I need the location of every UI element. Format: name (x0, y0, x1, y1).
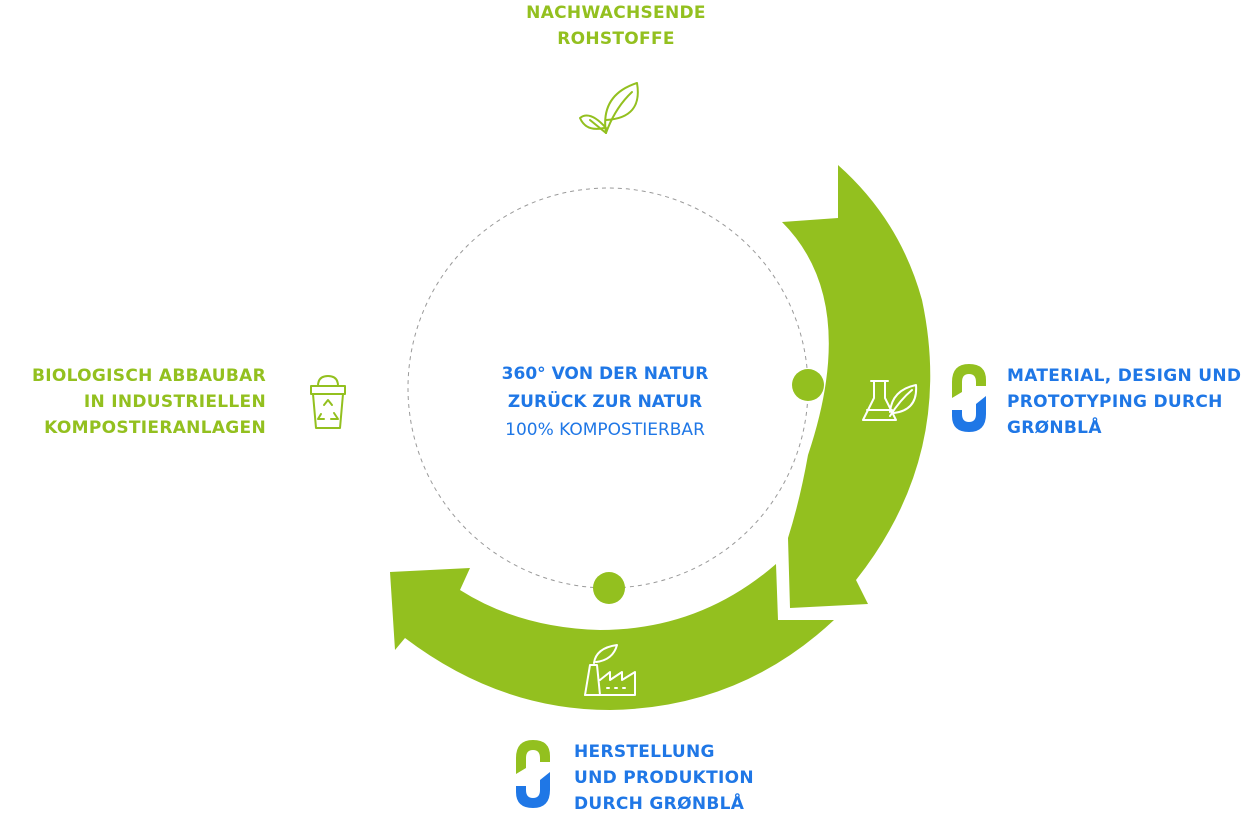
center-title: 360° VON DER NATUR ZURÜCK ZUR NATUR 100%… (455, 360, 755, 444)
center-title-line2: ZURÜCK ZUR NATUR (507, 392, 703, 412)
stage-dot-material (792, 369, 824, 401)
arrow-production-to-compost (390, 564, 834, 710)
stage-label-production: HERSTELLUNG UND PRODUKTION DURCH GRØNBLÅ (574, 739, 754, 817)
stage-label-production-line2: UND PRODUKTION (574, 768, 754, 788)
stage-label-renewable: NACHWACHSENDE ROHSTOFFE (516, 0, 716, 52)
factory-icon (584, 644, 636, 696)
lab-flask-leaf-icon (862, 380, 918, 421)
gronbla-logo-right (952, 364, 986, 432)
stage-label-production-line3: DURCH GRØNBLÅ (574, 794, 745, 814)
stage-label-material-line3: GRØNBLÅ (1007, 418, 1102, 438)
center-title-line1: 360° VON DER NATUR (501, 364, 709, 384)
stage-label-renewable-line2: ROHSTOFFE (557, 29, 675, 49)
stage-label-compost-line3: KOMPOSTIERANLAGEN (44, 418, 266, 438)
leaf-icon (579, 82, 639, 134)
gronbla-logo-bottom (516, 740, 550, 808)
stage-label-material-line1: MATERIAL, DESIGN UND (1007, 366, 1242, 386)
stage-label-material-line2: PROTOTYPING DURCH (1007, 392, 1223, 412)
recycle-bin-icon (310, 375, 346, 429)
arrow-material-to-production (782, 165, 931, 608)
stage-label-material: MATERIAL, DESIGN UND PROTOTYPING DURCH G… (1007, 363, 1241, 441)
stage-label-compost-line1: BIOLOGISCH ABBAUBAR (32, 366, 266, 386)
stage-label-compost-line2: IN INDUSTRIELLEN (83, 392, 266, 412)
stage-label-renewable-line1: NACHWACHSENDE (526, 3, 706, 23)
stage-dot-production (593, 572, 625, 604)
stage-label-production-line1: HERSTELLUNG (574, 742, 715, 762)
stage-label-compost: BIOLOGISCH ABBAUBAR IN INDUSTRIELLEN KOM… (30, 363, 266, 441)
center-title-line3: 100% KOMPOSTIERBAR (505, 420, 705, 440)
